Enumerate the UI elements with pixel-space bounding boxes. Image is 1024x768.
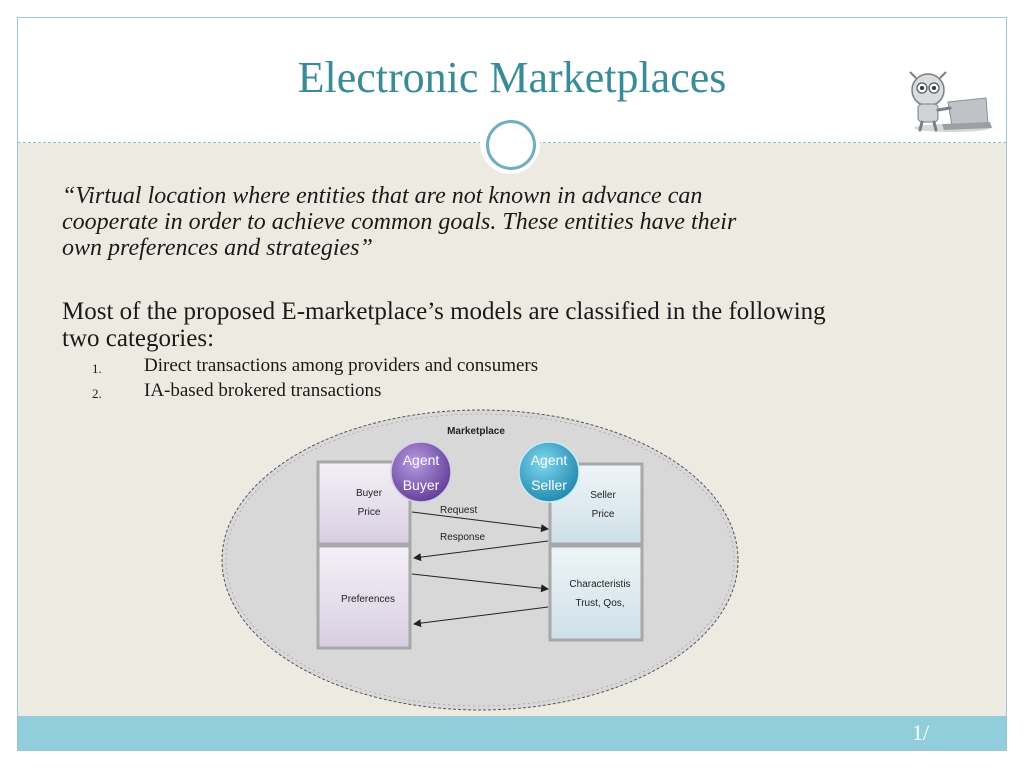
diagram-title: Marketplace [447,426,505,437]
flow-arrow [411,573,549,593]
list-text: IA-based brokered transactions [144,380,382,401]
slide-footer [18,716,1006,750]
quote-line: cooperate in order to achieve common goa… [62,209,737,235]
quote-line: own preferences and strategies” [62,235,373,261]
page-number: 1/ [912,720,930,745]
seller-box-label: Seller [590,490,616,501]
characteristics-label: Characteristis [569,579,630,590]
divider-ring-ornament [486,120,536,170]
list-number: 1. [92,361,102,376]
buyer-box-label: Price [358,507,381,518]
agent-seller-circle [518,441,580,503]
agent-buyer-circle [390,441,452,503]
flow-arrow [413,606,549,628]
slide-frame [17,17,1007,751]
request-label: Request [440,505,477,516]
intro-paragraph: Most of the proposed E-marketplace’s mod… [62,298,992,352]
slide-title: Electronic Marketplaces [297,53,727,102]
marketplace-diagram: Marketplace Buyer Price Preferences Sell… [221,409,739,711]
list-text: Direct transactions among providers and … [144,355,539,376]
characteristics-label: Trust, Qos, [575,598,624,609]
request-arrow [411,511,549,533]
agent-seller-label: Seller [531,477,567,493]
definition-quote: “Virtual location where entities that ar… [62,183,962,261]
intro-line: two categories: [62,325,215,352]
list-number: 2. [92,386,102,401]
agent-buyer-label: Agent [403,452,440,468]
buyer-box-label: Buyer [356,488,383,499]
response-label: Response [440,532,485,543]
characteristics-box [548,544,644,642]
marketplace-ellipse [221,409,739,711]
preferences-label: Preferences [341,594,395,605]
seller-box-label: Price [592,509,615,520]
response-arrow [413,540,549,562]
quote-line: “Virtual location where entities that ar… [62,183,703,209]
robot-laptop-icon [909,71,992,132]
preferences-box [316,544,412,650]
agent-seller-label: Agent [531,452,568,468]
agent-buyer-label: Buyer [403,477,440,493]
intro-line: Most of the proposed E-marketplace’s mod… [62,298,826,325]
